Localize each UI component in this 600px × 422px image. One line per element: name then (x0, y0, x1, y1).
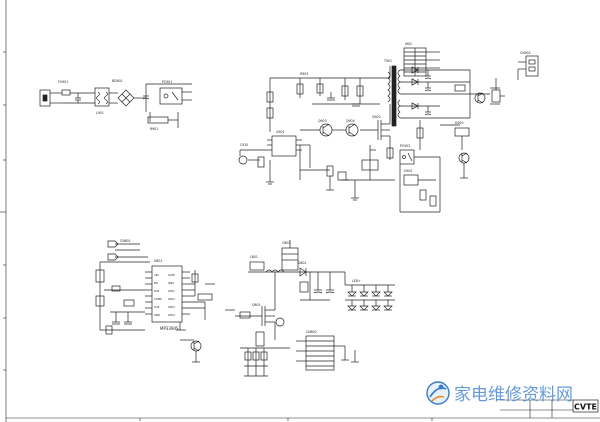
pin-text-2: EN (154, 281, 158, 285)
q-label-b: Q904 (346, 119, 355, 123)
pin-text-4: COMP (154, 297, 162, 301)
pin-text-11: LED3 (168, 305, 175, 309)
driver-diode-label: D801 (298, 261, 307, 265)
rc-value-text: R901 (150, 127, 158, 131)
driver-labels: Q801 D801 CN802 L801 C802 LED+ (250, 241, 361, 334)
fb-net-text: C910 (240, 143, 248, 147)
driver-connector-label: CN802 (306, 330, 317, 334)
transformer-label: T901 (383, 59, 392, 63)
regulator-label: U902 (404, 169, 412, 173)
small-connector-text: CN902 (520, 51, 531, 55)
bus-net-text: R903 (300, 72, 308, 76)
cvte-logo-text: CVTE (574, 403, 597, 412)
controller-section (95, 240, 215, 363)
output-connector-label: J902 (404, 42, 412, 46)
pin-text-6: GND (154, 313, 160, 317)
watermark-logo (426, 381, 450, 405)
driver-switch-label: Q801 (252, 303, 261, 307)
controller-connector-label: CN801 (120, 239, 131, 243)
inductor-text: L801 (250, 255, 258, 259)
pin-text-12: LED4 (168, 313, 175, 317)
fuse-label: FU901 (58, 80, 68, 84)
pin-text-10: LED2 (168, 297, 175, 301)
q-label-a: Q903 (318, 119, 327, 123)
primary-section (238, 47, 539, 213)
pin-text-1: VIN (154, 273, 159, 277)
pin-text-3: DIM (154, 289, 159, 293)
primary-section-labels: Q901 Q902 T901 J902 PC902 U902 R903 Q903… (240, 42, 531, 173)
controller-labels: U801 MP3394S CN801 VIN EN DIM COMP OVP G… (120, 239, 179, 331)
cap-bank-text: C802 (282, 241, 290, 245)
controller-ic-label: U801 (154, 259, 162, 263)
choke-value-text: L901 (96, 111, 104, 115)
input-section-labels: FU901 BD901 PC901 L901 R901 (58, 79, 172, 131)
driver-section (225, 240, 395, 377)
pin-text-9: LED1 (168, 289, 175, 293)
pwm-ic-label: Q901 (276, 130, 285, 134)
feedback-opto-label: PC902 (400, 144, 410, 148)
mosfet-label: Q902 (372, 115, 381, 119)
input-filter-section (39, 83, 192, 128)
right-net-text: D920 (455, 121, 464, 125)
pin-text-8: ISNS (168, 281, 174, 285)
controller-part-number: MP3394S (160, 326, 179, 331)
watermark-text: 家电维修资料网 (454, 385, 573, 405)
title-block-lines (500, 399, 573, 418)
pin-text-7: GATE (168, 273, 175, 277)
cvte-logo: CVTE (572, 399, 599, 413)
led-string-text: LED+ (352, 279, 361, 283)
pin-text-5: OVP (154, 305, 160, 309)
input-opto-label: PC901 (162, 80, 172, 84)
bridge-label: BD901 (112, 79, 123, 83)
